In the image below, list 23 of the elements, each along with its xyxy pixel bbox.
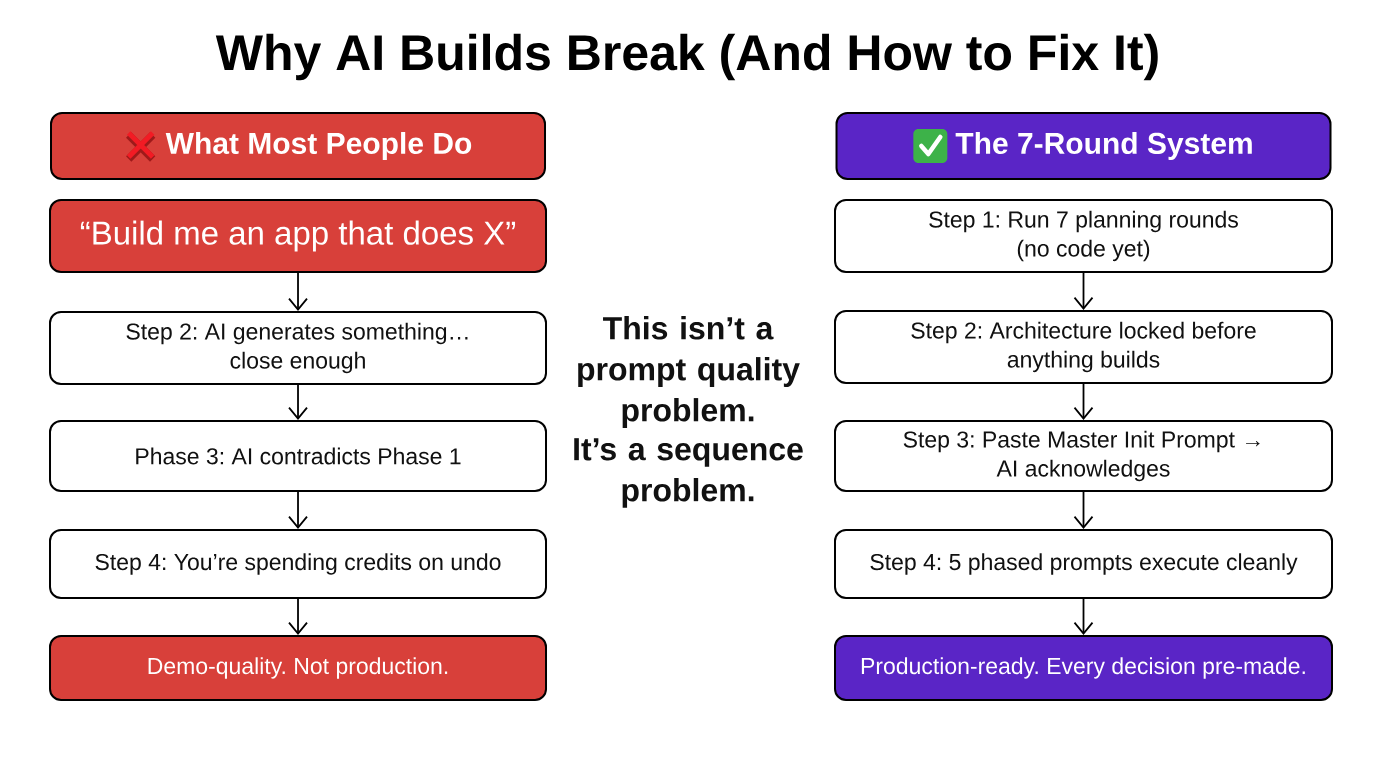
step-box: Phase 3: AI contradicts Phase 1 [49,420,547,492]
step-box: Step 4: 5 phased prompts execute cleanly [834,529,1333,599]
arrow [1073,598,1094,635]
arrow [1073,383,1094,420]
arrow [288,272,308,311]
step-box: Step 1: Run 7 planning rounds (no code yet) [834,199,1333,273]
result-box: Demo-quality. Not production. [49,635,547,701]
arrow [288,598,308,635]
arrow [1073,491,1094,529]
step-box: Step 2: AI generates something… close enough [49,311,547,385]
statement-text: It’s a sequence problem. [574,438,803,508]
arrow [1073,272,1094,310]
statement-text: This isn’t a prompt quality problem. [578,316,800,428]
step-box: Step 2: Architecture locked before anything builds [834,310,1333,384]
header-box: What Most People Do [50,112,546,180]
step-box: Step 4: You’re spending credits on undo [49,529,547,599]
header-box: The 7-Round System [835,112,1332,180]
prompt-box: “Build me an app that does X” [49,199,547,273]
step-box: Step 3: Paste Master Init Prompt → AI acknowledges [834,420,1333,492]
arrow [288,491,308,529]
title: Why AI Builds Break (And How to Fix It) [215,33,1158,81]
result-box: Production-ready. Every decision pre-made. [834,635,1333,701]
arrow [288,384,308,420]
